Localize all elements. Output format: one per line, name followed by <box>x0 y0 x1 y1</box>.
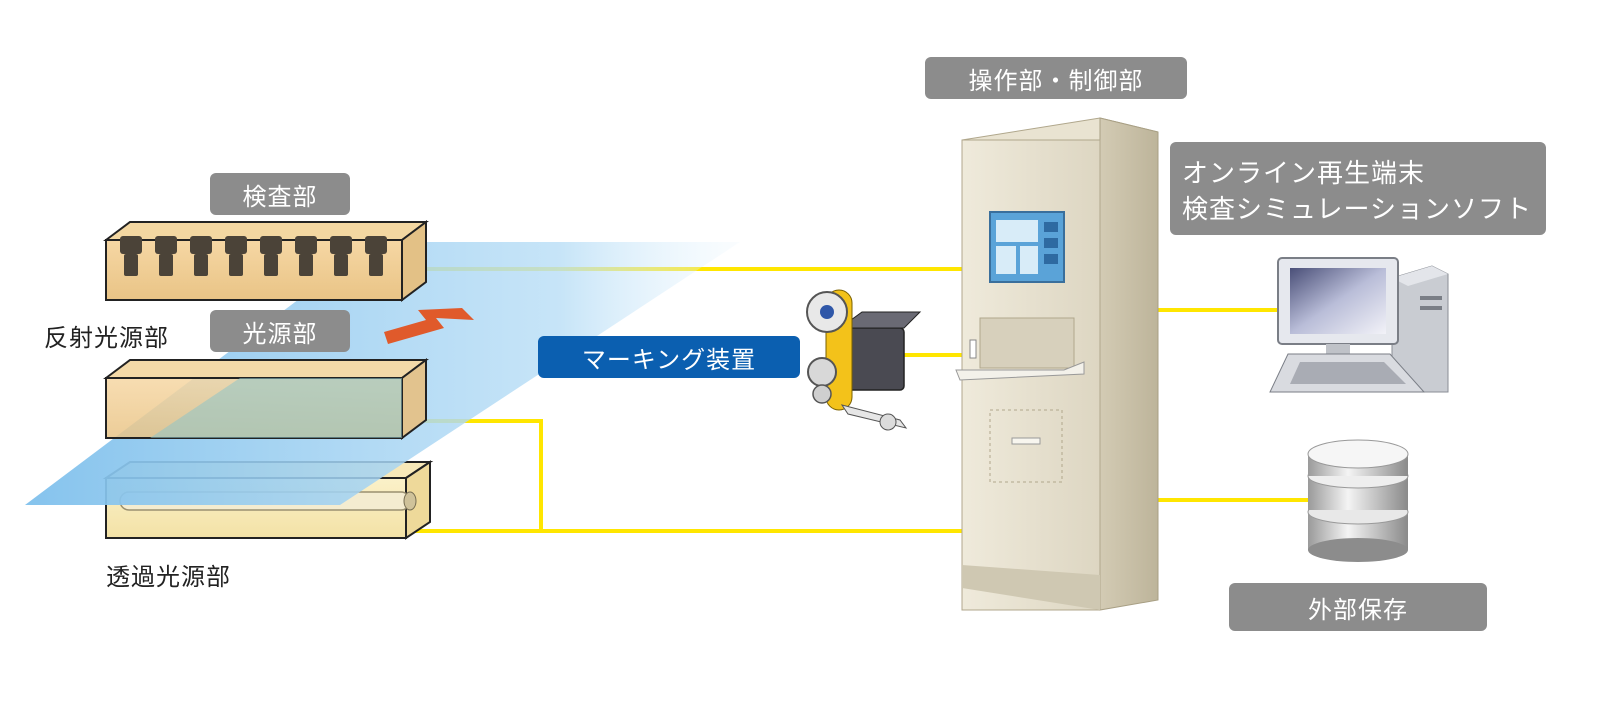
marking-device-icon <box>806 289 922 431</box>
flow-arrow-icon <box>384 308 474 344</box>
inspection-unit-label: 検査部 <box>210 173 350 215</box>
external-storage-label: 外部保存 <box>1229 583 1487 631</box>
light-source-box-icon <box>103 358 429 440</box>
desktop-pc-icon <box>1269 257 1449 393</box>
transmissive-light-source-label: 透過光源部 <box>100 555 237 594</box>
reflective-light-source-label: 反射光源部 <box>38 316 175 355</box>
operation-control-label: 操作部・制御部 <box>925 57 1187 99</box>
marking-device-label: マーキング装置 <box>538 336 800 378</box>
online-playback-label: オンライン再生端末 検査シミュレーションソフト <box>1170 142 1546 235</box>
light-source-label: 光源部 <box>210 310 350 352</box>
online-playback-line1: オンライン再生端末 <box>1182 159 1426 189</box>
database-icon <box>1307 439 1409 562</box>
camera-array-icon <box>103 220 429 302</box>
online-playback-line2: 検査シミュレーションソフト <box>1182 195 1532 225</box>
connector-lightsource-cabinet <box>425 419 965 533</box>
control-cabinet-icon <box>955 117 1159 611</box>
